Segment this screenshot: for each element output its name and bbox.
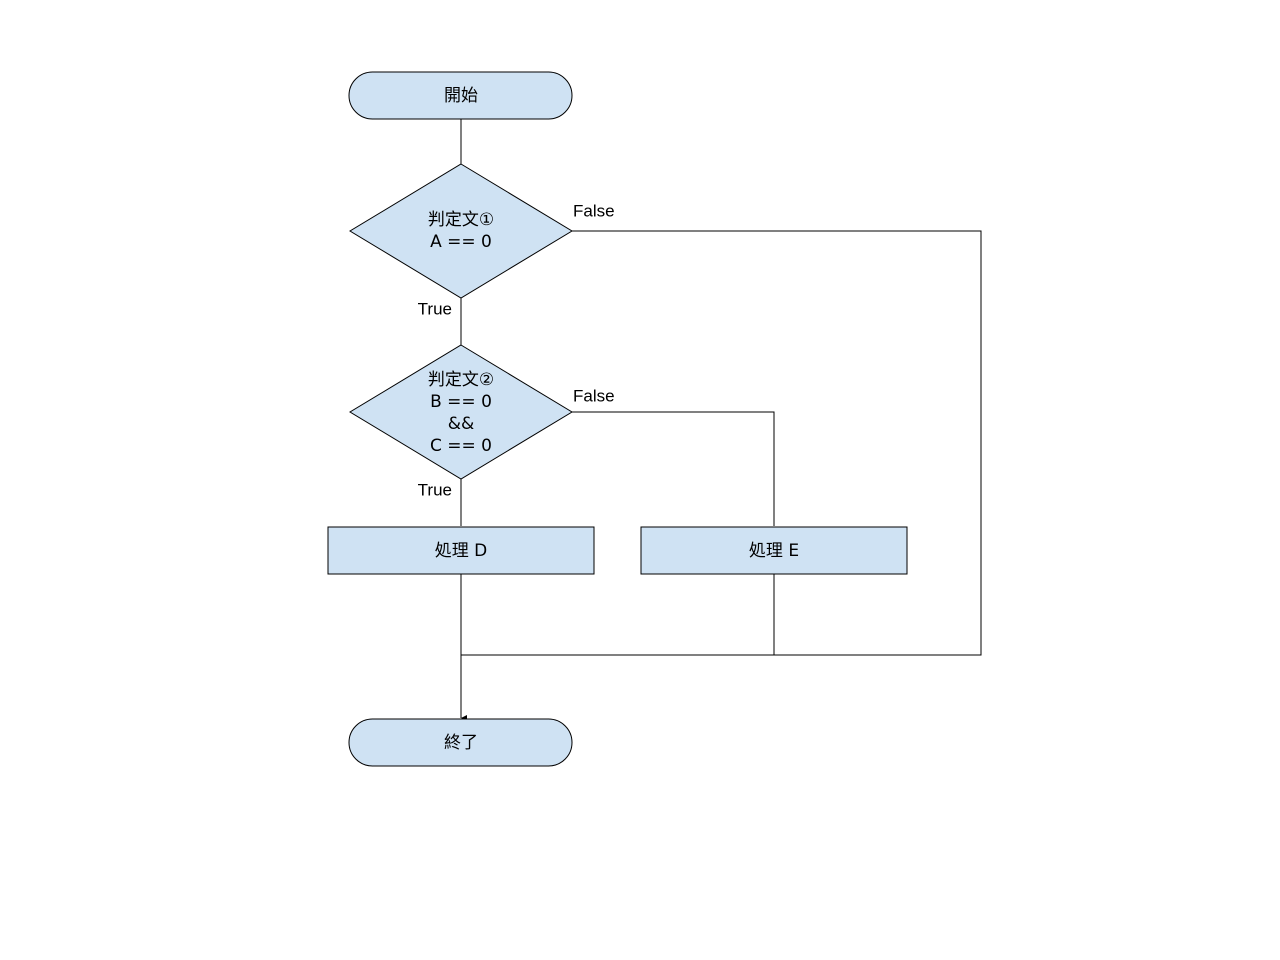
end-terminal: 終了 — [348, 718, 573, 767]
decision-2-operator: && — [448, 414, 475, 434]
edge-label-decision1-false: False — [573, 202, 615, 221]
decision-1-title: 判定文① — [428, 210, 494, 230]
start-terminal: 開始 — [348, 71, 573, 120]
edge-decision1-false — [461, 230, 982, 656]
end-terminal-shape — [348, 718, 573, 767]
process-e-shape — [640, 526, 908, 575]
decision-1-shape — [349, 163, 573, 299]
decision-2-condition-b: B == 0 — [430, 392, 492, 412]
edge-label-decision2-true: True — [418, 481, 452, 500]
edge-label-decision1-true: True — [418, 300, 452, 319]
start-terminal-shape — [348, 71, 573, 120]
edge-label-decision2-false: False — [573, 387, 615, 406]
process-d-shape — [327, 526, 595, 575]
decision-1: 判定文① A == 0 — [349, 163, 573, 299]
process-e: 処理 E — [640, 526, 908, 575]
edge-decision2-false — [572, 411, 775, 526]
decision-1-condition: A == 0 — [430, 232, 492, 252]
decision-2-condition-c: C == 0 — [430, 436, 492, 456]
end-terminal-label: 終了 — [444, 733, 478, 753]
process-e-label: 処理 E — [749, 541, 799, 561]
decision-2-title: 判定文② — [428, 370, 494, 390]
decision-2: 判定文② B == 0 && C == 0 — [349, 344, 573, 480]
process-d-label: 処理 D — [435, 541, 488, 561]
start-terminal-label: 開始 — [444, 86, 478, 106]
process-d: 処理 D — [327, 526, 595, 575]
decision-2-shape — [349, 344, 573, 480]
